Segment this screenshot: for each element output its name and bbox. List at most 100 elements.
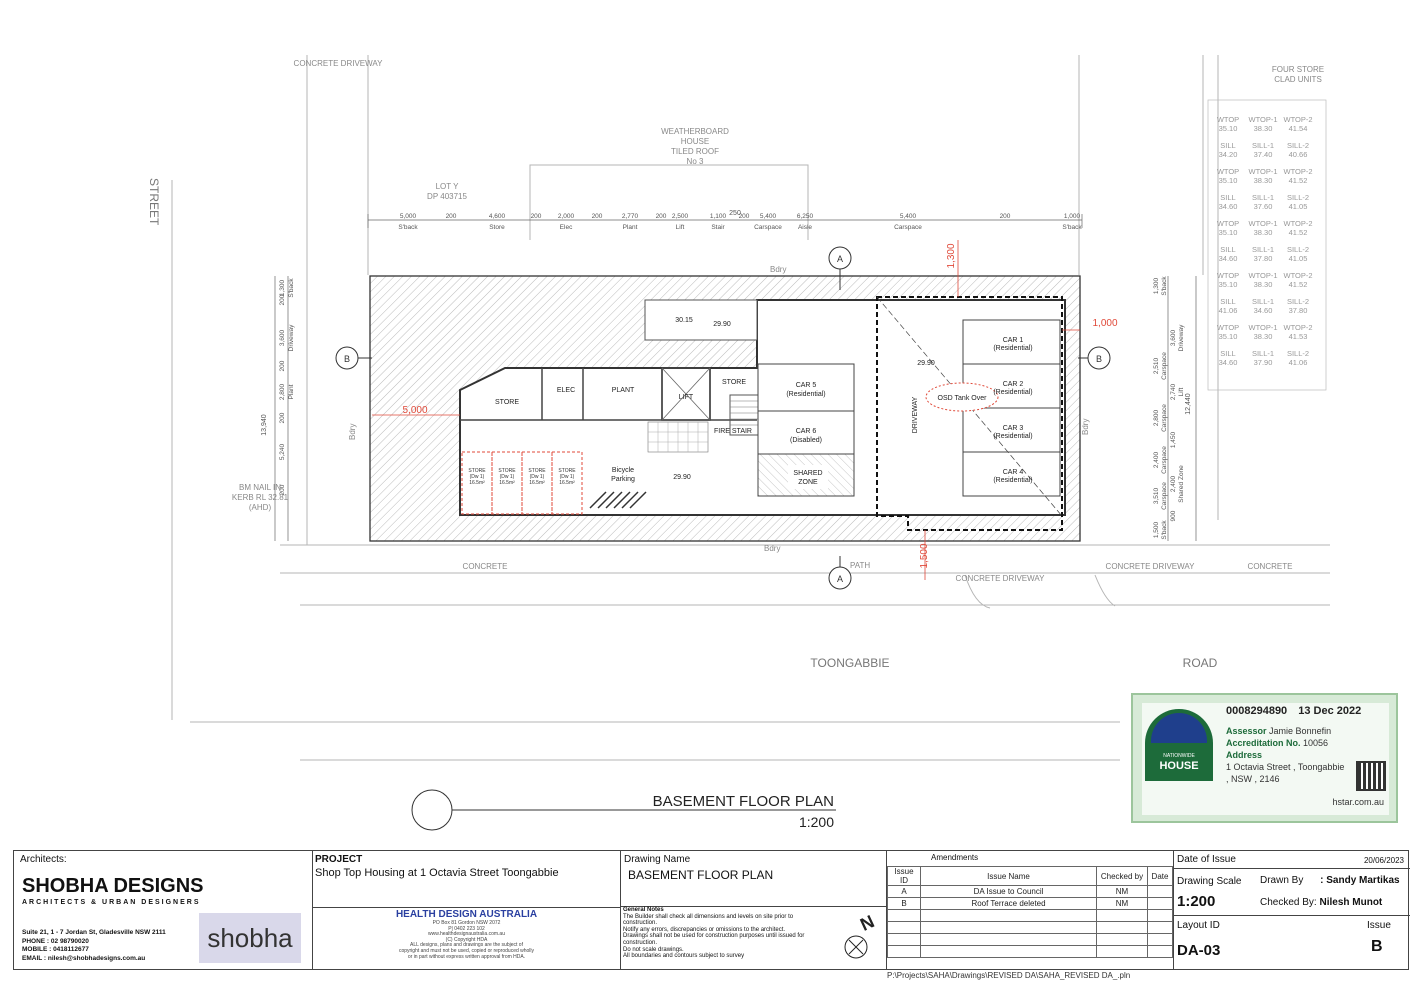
drawing-name: BASEMENT FLOOR PLAN bbox=[628, 868, 774, 882]
dimension-value: 5,000 bbox=[400, 213, 417, 220]
room-fire-stair: FIRE STAIR bbox=[714, 428, 752, 435]
road-left-label: TOONGABBIE bbox=[810, 656, 889, 670]
dimension-label: Stair bbox=[711, 224, 725, 231]
svg-text:16.5m²: 16.5m² bbox=[559, 480, 575, 486]
window-level-label: WTOP bbox=[1217, 167, 1239, 176]
svg-text:16.5m²: 16.5m² bbox=[529, 480, 545, 486]
north-arrow-icon: N bbox=[835, 911, 883, 967]
room-store-main: STORE bbox=[495, 399, 519, 406]
cert-number: 0008294890 bbox=[1226, 705, 1288, 717]
dimension-value: 2,400 bbox=[1170, 475, 1177, 492]
window-level-value: 34.60 bbox=[1219, 202, 1238, 211]
dimension-line-top bbox=[367, 214, 1083, 228]
window-level-label: WTOP-2 bbox=[1283, 219, 1312, 228]
level-2: 29.90 bbox=[917, 360, 935, 367]
dimension-value: 200 bbox=[279, 412, 286, 423]
window-level-label: SILL-2 bbox=[1287, 141, 1309, 150]
red-dim-1000: 1,000 bbox=[1092, 318, 1117, 329]
dimension-value: 1,300 bbox=[1153, 277, 1160, 294]
concrete-driveway-mid-label: CONCRETE DRIVEWAY bbox=[956, 574, 1046, 583]
level-4: 29.90 bbox=[713, 321, 731, 328]
window-level-value: 41.52 bbox=[1289, 228, 1308, 237]
architect-cell: Architects: SHOBHA DESIGNS ARCHITECTS & … bbox=[14, 851, 313, 969]
dimension-value: 2,400 bbox=[1153, 451, 1160, 468]
room-plant: PLANT bbox=[612, 387, 635, 394]
level-1: 29.90 bbox=[673, 474, 691, 481]
layout-id: DA-03 bbox=[1177, 942, 1221, 959]
window-level-value: 41.05 bbox=[1289, 254, 1308, 263]
dimension-label: Carspace bbox=[1161, 446, 1168, 474]
architects-label: Architects: bbox=[20, 854, 67, 865]
window-level-label: WTOP bbox=[1217, 219, 1239, 228]
dimension-label: Aisle bbox=[798, 224, 812, 231]
nathers-logo: NATIONWIDE HOUSE bbox=[1145, 709, 1213, 781]
project-label: PROJECT bbox=[315, 854, 363, 865]
dimension-value: 6,250 bbox=[797, 213, 814, 220]
path-label: PATH bbox=[850, 561, 870, 570]
window-level-value: 41.52 bbox=[1289, 280, 1308, 289]
dimension-value: 2,510 bbox=[1153, 357, 1160, 374]
window-level-label: WTOP bbox=[1217, 115, 1239, 124]
window-level-value: 34.60 bbox=[1254, 306, 1273, 315]
car3-label: CAR 3 bbox=[1003, 425, 1024, 432]
window-level-label: SILL bbox=[1220, 245, 1235, 254]
road-right-label: ROAD bbox=[1183, 656, 1218, 670]
issue-cell: Date of Issue 20/06/2023 Drawing Scale 1… bbox=[1174, 851, 1410, 969]
window-level-value: 37.60 bbox=[1254, 202, 1273, 211]
window-level-value: 35.10 bbox=[1219, 228, 1238, 237]
dimension-value: 200 bbox=[1000, 213, 1011, 220]
dim-250: 250 bbox=[729, 210, 741, 217]
dimension-label: Carspace bbox=[1161, 352, 1168, 380]
window-level-label: WTOP bbox=[1217, 323, 1239, 332]
window-level-label: WTOP-1 bbox=[1248, 219, 1277, 228]
drawing-name-cell: Drawing Name BASEMENT FLOOR PLAN General… bbox=[621, 851, 887, 969]
window-level-label: SILL-1 bbox=[1252, 193, 1274, 202]
dimension-value: 5,240 bbox=[279, 443, 286, 460]
window-level-value: 41.52 bbox=[1289, 176, 1308, 185]
window-level-label: WTOP bbox=[1217, 271, 1239, 280]
dimension-value: 1,300 bbox=[279, 279, 286, 296]
dimension-label: Elec bbox=[560, 224, 573, 231]
svg-text:HOUSE: HOUSE bbox=[681, 137, 709, 146]
osd-tank-outline bbox=[876, 296, 1063, 531]
right-total-dim: 12,440 bbox=[1185, 393, 1192, 415]
cert-assessor: Jamie Bonnefin bbox=[1269, 726, 1332, 736]
scale-value: 1:200 bbox=[1177, 893, 1216, 910]
dimension-label: Driveway bbox=[1178, 324, 1185, 351]
dimension-value: 200 bbox=[446, 213, 457, 220]
window-level-value: 38.30 bbox=[1254, 332, 1273, 341]
osd-label: OSD Tank Over bbox=[938, 395, 988, 402]
svg-text:(Dw 1): (Dw 1) bbox=[530, 474, 545, 480]
svg-text:STORE: STORE bbox=[558, 468, 576, 474]
window-level-label: WTOP-1 bbox=[1248, 115, 1277, 124]
window-level-value: 40.66 bbox=[1289, 150, 1308, 159]
cert-address-1: 1 Octavia Street , Toongabbie bbox=[1226, 762, 1345, 772]
svg-text:(Dw 1): (Dw 1) bbox=[560, 474, 575, 480]
svg-text:LOT Y: LOT Y bbox=[436, 182, 459, 191]
osd-cloud bbox=[925, 382, 999, 412]
dimension-value: 200 bbox=[279, 360, 286, 371]
car1-sub: (Residential) bbox=[993, 345, 1032, 352]
window-level-label: SILL-1 bbox=[1252, 245, 1274, 254]
dimension-value: 3,510 bbox=[1153, 487, 1160, 504]
site-context bbox=[171, 55, 1330, 761]
dimension-value: 2,800 bbox=[1153, 409, 1160, 426]
qr-code-icon bbox=[1356, 761, 1386, 791]
storage-cages bbox=[461, 451, 583, 515]
car4-sub: (Residential) bbox=[993, 477, 1032, 484]
dimension-value: 5,400 bbox=[900, 213, 917, 220]
basement-outline bbox=[459, 299, 1066, 516]
svg-text:KERB RL 32.81: KERB RL 32.81 bbox=[232, 493, 289, 502]
car6-sub: (Disabled) bbox=[790, 437, 822, 444]
bicycle-racks bbox=[589, 491, 647, 509]
car2-sub: (Residential) bbox=[993, 389, 1032, 396]
hda-name: HEALTH DESIGN AUSTRALIA bbox=[395, 909, 538, 920]
room-lift: LIFT bbox=[679, 394, 694, 401]
window-level-value: 35.10 bbox=[1219, 332, 1238, 341]
dimension-value: 1,500 bbox=[1153, 521, 1160, 538]
dimension-value: 200 bbox=[739, 213, 750, 220]
drawing-name-label: Drawing Name bbox=[624, 854, 691, 865]
section-markers bbox=[335, 246, 1111, 590]
weatherboard-label: WEATHERBOARD HOUSE TILED ROOF No 3 bbox=[661, 127, 729, 166]
car2-label: CAR 2 bbox=[1003, 381, 1024, 388]
